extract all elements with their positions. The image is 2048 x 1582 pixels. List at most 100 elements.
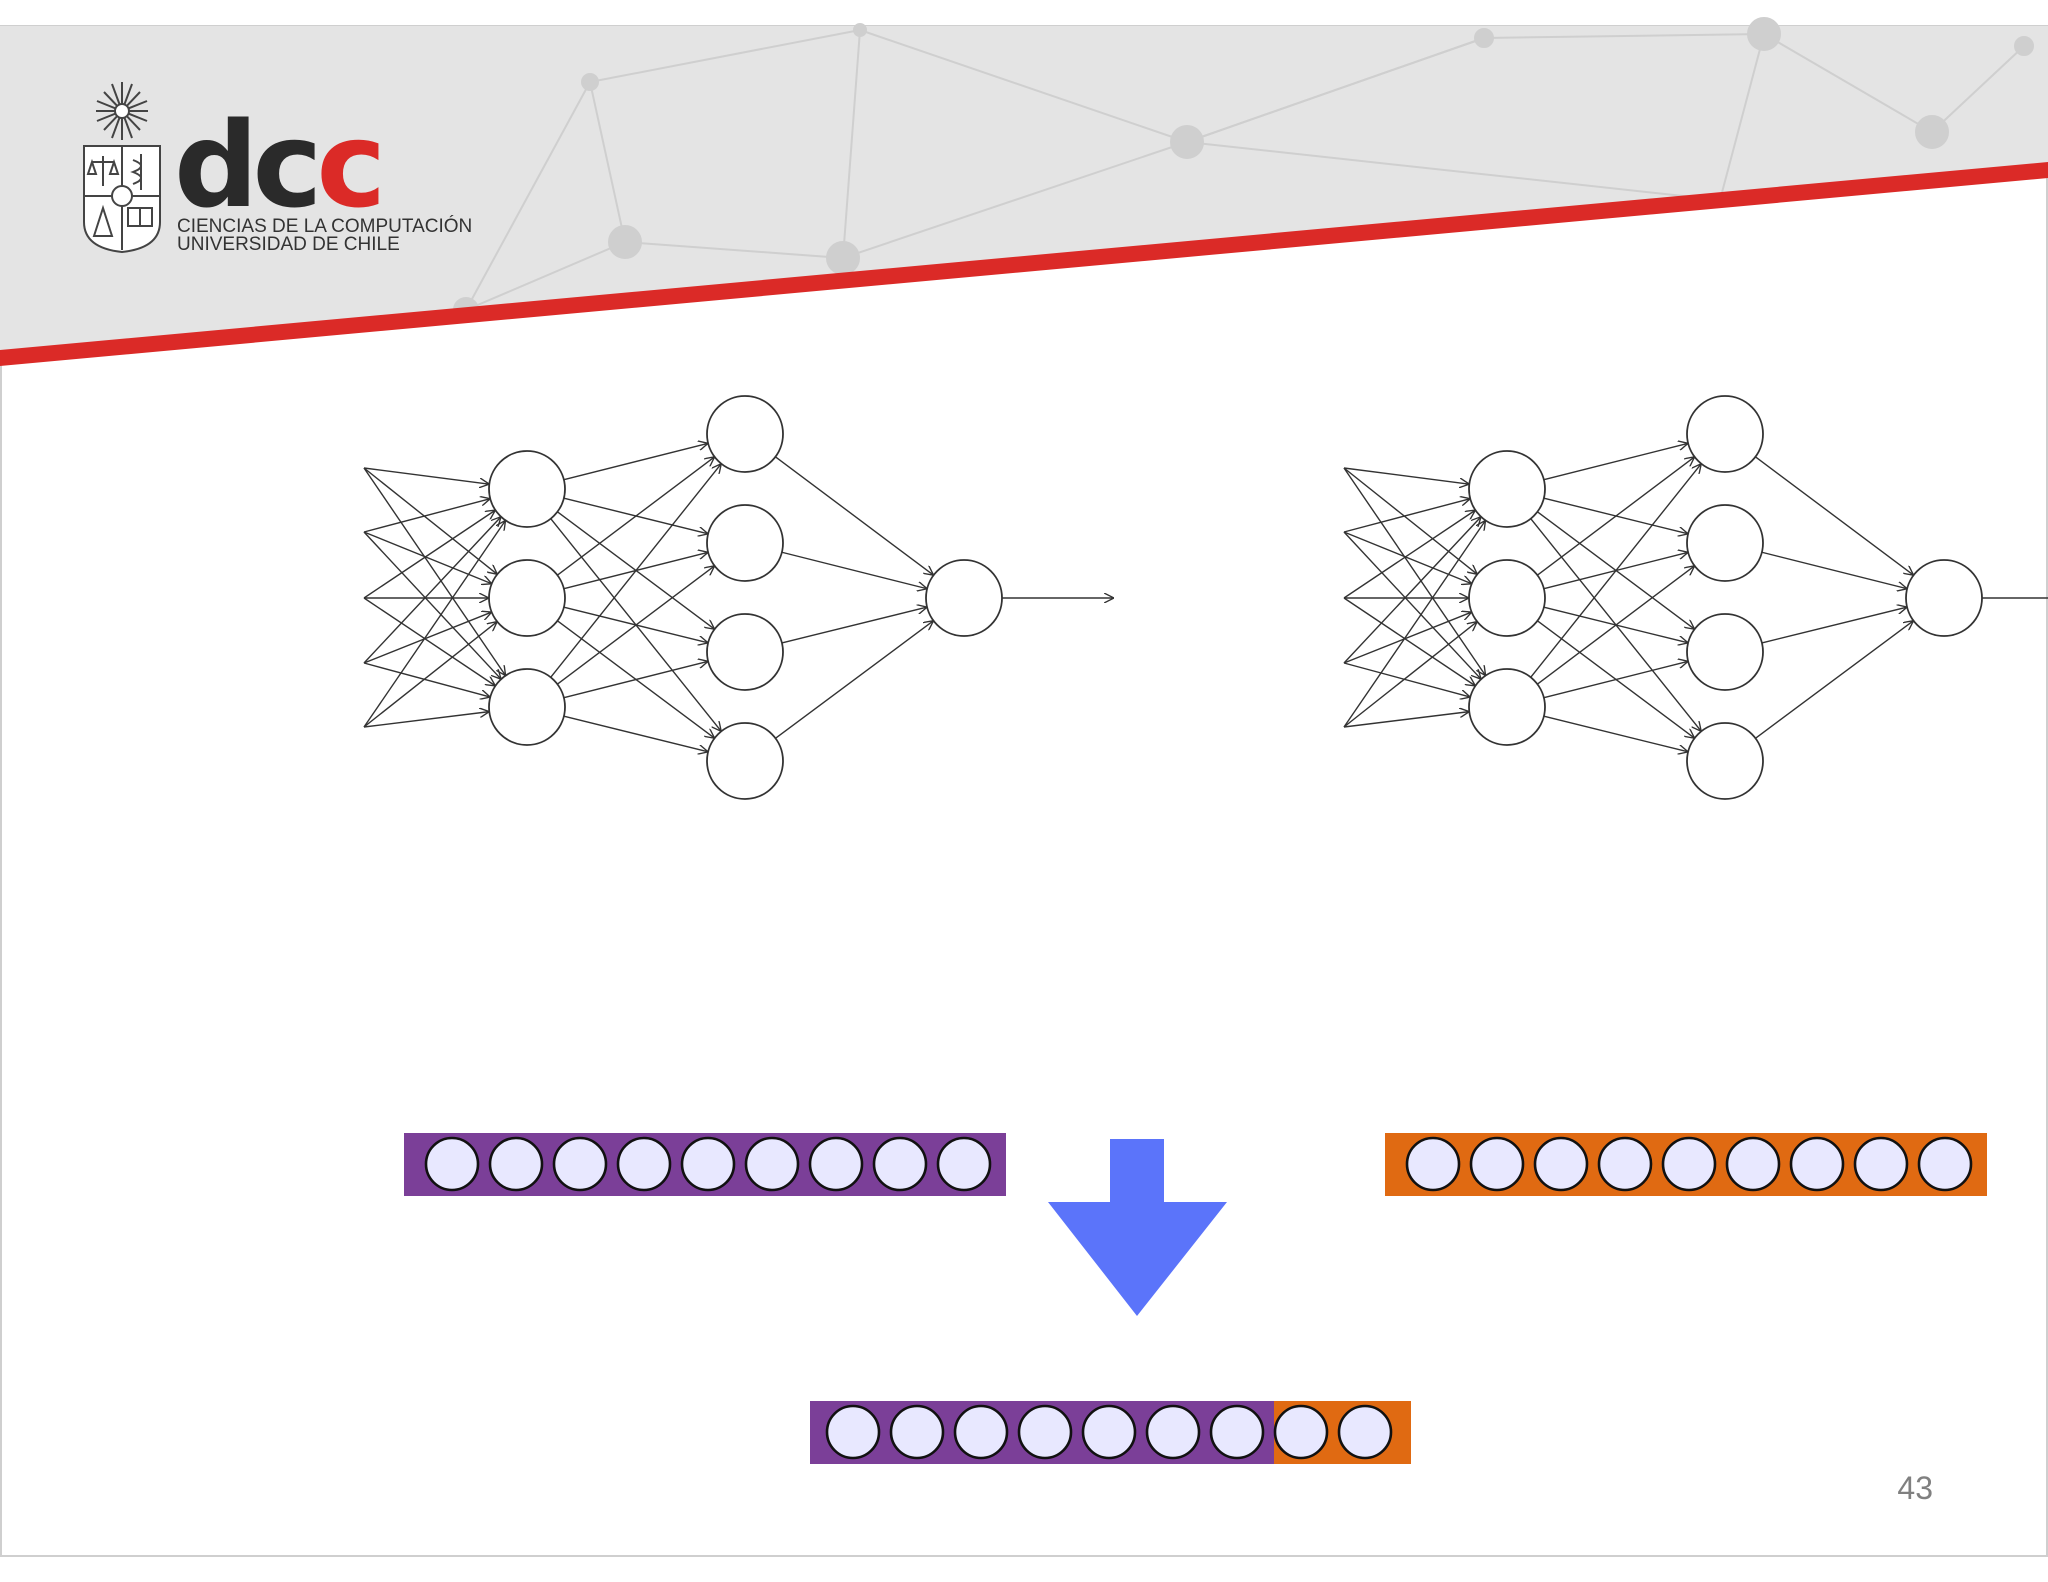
connection-hidden1-hidden2 xyxy=(1543,715,1688,752)
vector-combined-unit xyxy=(1273,1404,1329,1460)
neuron-hidden2 xyxy=(706,722,784,800)
mesh-node xyxy=(608,225,642,259)
vector-right-unit xyxy=(1917,1136,1973,1192)
university-crest-icon xyxy=(83,82,161,254)
network-mesh-decoration xyxy=(453,17,2034,323)
connection-hidden1-hidden2 xyxy=(556,566,714,685)
connection-hidden1-hidden2 xyxy=(563,715,708,752)
neuron-hidden1 xyxy=(488,450,566,528)
neuron-hidden2 xyxy=(1686,722,1764,800)
neuron-hidden2 xyxy=(1686,395,1764,473)
vector-left-unit xyxy=(552,1136,608,1192)
header-red-stripe xyxy=(0,162,2048,366)
connection-input-hidden1 xyxy=(1343,662,1470,697)
star-burst-icon xyxy=(96,82,148,140)
connection-input-hidden1 xyxy=(1343,510,1475,599)
vector-combined-unit xyxy=(1145,1404,1201,1460)
logo-text-dc: dc xyxy=(174,96,316,234)
network-right xyxy=(1343,395,2048,800)
connection-input-hidden1 xyxy=(1343,517,1481,664)
logo: dcc CIENCIAS DE LA COMPUTACIÓN UNIVERSID… xyxy=(83,82,472,255)
mesh-node xyxy=(853,23,867,37)
connection-hidden1-hidden2 xyxy=(550,464,722,678)
connection-hidden2-output xyxy=(1754,456,1913,575)
connection-input-hidden1 xyxy=(363,520,506,728)
vector-left-unit xyxy=(680,1136,736,1192)
connection-input-hidden1 xyxy=(1343,531,1481,679)
vector-combined-unit xyxy=(953,1404,1009,1460)
connection-input-hidden1 xyxy=(363,467,497,574)
connection-input-hidden1 xyxy=(1343,520,1486,728)
connection-hidden2-output xyxy=(781,551,927,588)
mesh-link xyxy=(1719,33,1765,201)
vector-combined-unit xyxy=(1017,1404,1073,1460)
connection-hidden2-output xyxy=(1761,551,1907,588)
connection-hidden1-hidden2 xyxy=(1530,464,1702,678)
mesh-link xyxy=(1186,37,1485,143)
connection-input-hidden1 xyxy=(1343,499,1470,533)
mesh-link xyxy=(465,241,626,311)
connection-input-hidden1 xyxy=(1343,622,1477,728)
logo-subtitle-line2: UNIVERSIDAD DE CHILE xyxy=(177,234,400,255)
vector-right-unit xyxy=(1533,1136,1589,1192)
logo-subtitle-line1: CIENCIAS DE LA COMPUTACIÓN xyxy=(177,215,472,237)
vector-left xyxy=(404,1133,1006,1196)
connection-input-hidden1 xyxy=(1343,467,1477,574)
neuron-hidden2 xyxy=(706,504,784,582)
header-band xyxy=(0,17,2048,366)
connection-input-hidden1 xyxy=(363,499,490,533)
connection-input-hidden1 xyxy=(363,510,495,599)
vector-combined-unit xyxy=(1081,1404,1137,1460)
mesh-link xyxy=(842,29,861,259)
vector-right-unit xyxy=(1725,1136,1781,1192)
neuron-hidden1 xyxy=(1468,668,1546,746)
connection-input-hidden1 xyxy=(1343,531,1472,584)
mesh-link xyxy=(1483,33,1765,39)
connection-input-hidden1 xyxy=(363,712,489,728)
connection-input-hidden1 xyxy=(1343,467,1469,484)
neuron-hidden1 xyxy=(1468,450,1546,528)
vector-left-unit xyxy=(936,1136,992,1192)
vector-right-unit xyxy=(1405,1136,1461,1192)
connection-hidden1-hidden2 xyxy=(563,661,708,699)
mesh-link xyxy=(842,141,1188,259)
connection-hidden1-hidden2 xyxy=(556,457,714,576)
vector-right-unit xyxy=(1661,1136,1717,1192)
connection-hidden1-hidden2 xyxy=(1536,566,1694,685)
svg-text:dcc: dcc xyxy=(174,96,380,234)
mesh-link xyxy=(859,29,1188,143)
mesh-node xyxy=(1170,125,1204,159)
neuron-hidden1 xyxy=(488,559,566,637)
vector-combined-unit xyxy=(825,1404,881,1460)
vector-combined-unit xyxy=(1209,1404,1265,1460)
mesh-link xyxy=(1763,33,1933,133)
connection-hidden1-hidden2 xyxy=(1543,443,1688,481)
connection-input-hidden1 xyxy=(363,467,506,676)
connection-hidden1-hidden2 xyxy=(563,443,708,481)
vector-left-unit xyxy=(616,1136,672,1192)
mesh-link xyxy=(589,81,626,243)
connection-input-hidden1 xyxy=(1343,612,1472,664)
mesh-node xyxy=(581,73,599,91)
header-gray-area xyxy=(0,26,2048,354)
vector-right-unit xyxy=(1853,1136,1909,1192)
vector-right xyxy=(1385,1133,1987,1196)
connection-input-hidden1 xyxy=(363,662,490,697)
vector-right-unit xyxy=(1469,1136,1525,1192)
vector-combined-unit xyxy=(1337,1404,1393,1460)
connection-hidden2-output xyxy=(1755,621,1913,739)
connection-input-hidden1 xyxy=(363,467,489,484)
connection-input-hidden1 xyxy=(363,517,501,664)
page-number: 43 xyxy=(1897,1470,1933,1506)
connection-input-hidden1 xyxy=(1343,597,1475,686)
neuron-hidden2 xyxy=(1686,613,1764,691)
connection-hidden2-output xyxy=(1761,607,1907,644)
connection-hidden1-hidden2 xyxy=(1536,457,1694,576)
logo-text-c-accent: c xyxy=(316,96,380,234)
vector-combined-unit xyxy=(889,1404,945,1460)
connection-hidden1-hidden2 xyxy=(1543,661,1688,699)
mesh-node xyxy=(1474,28,1494,48)
neuron-hidden2 xyxy=(706,395,784,473)
neuron-hidden2 xyxy=(1686,504,1764,582)
